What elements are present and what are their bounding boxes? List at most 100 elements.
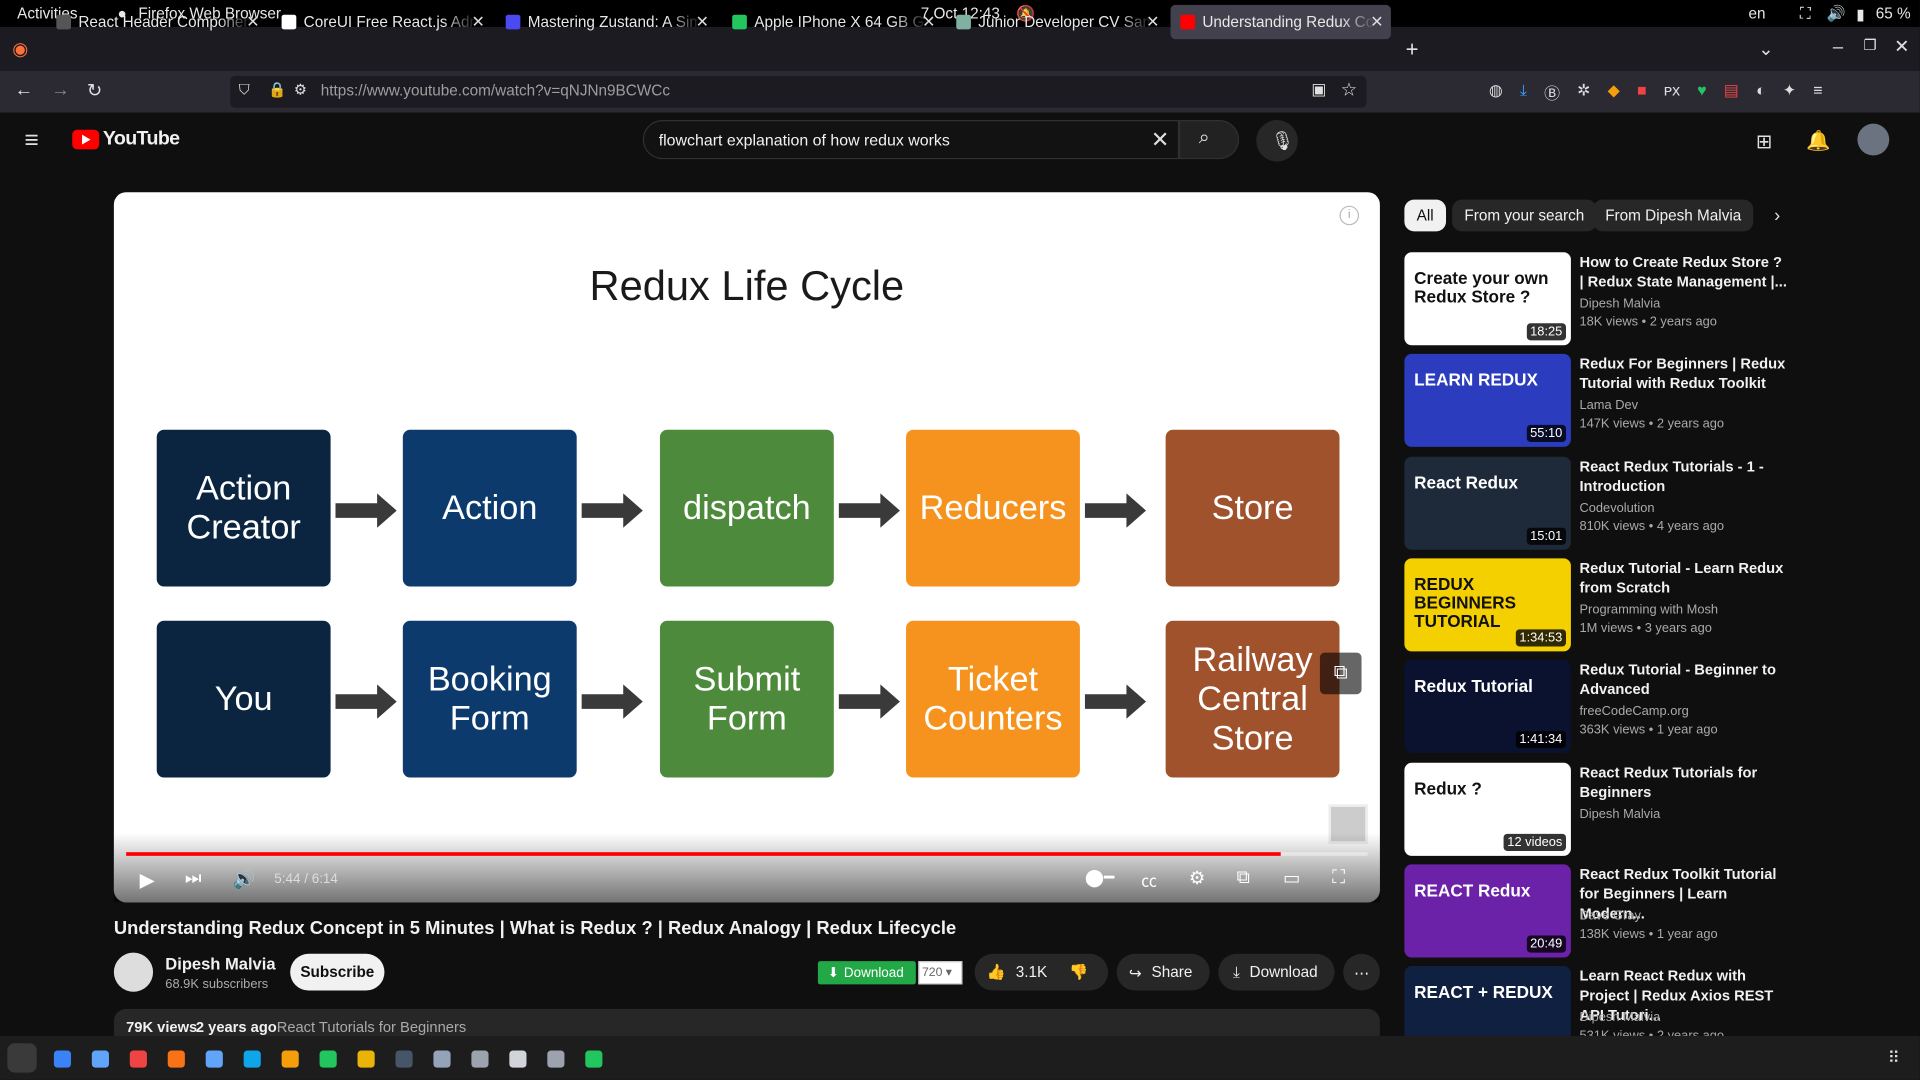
- chips-next-icon[interactable]: ›: [1774, 205, 1781, 227]
- firefox-dock-active[interactable]: [7, 1043, 37, 1073]
- pocket-icon[interactable]: ◍: [1488, 80, 1503, 100]
- more-actions-icon[interactable]: ⋯: [1343, 953, 1380, 991]
- subtitles-icon[interactable]: ㏄: [1141, 871, 1158, 891]
- vlc-icon[interactable]: [281, 1050, 299, 1068]
- shield-icon[interactable]: ⛉: [238, 80, 250, 98]
- list-tabs-icon[interactable]: ⌄: [1758, 39, 1774, 60]
- help-icon[interactable]: [205, 1050, 223, 1068]
- document4-icon[interactable]: [547, 1050, 565, 1068]
- close-window-icon[interactable]: ✕: [1894, 36, 1910, 58]
- extension-badge-icon[interactable]: ▤: [1723, 80, 1739, 100]
- extension-red-icon[interactable]: ■: [1637, 80, 1647, 100]
- maximize-icon[interactable]: ❐: [1863, 36, 1877, 54]
- network-icon[interactable]: ⛶: [1799, 4, 1811, 23]
- recommendation-channel[interactable]: Dipesh Malvia: [1579, 1010, 1661, 1025]
- dislike-icon[interactable]: 👎: [1069, 962, 1089, 981]
- notifications-bell-icon[interactable]: 🔔: [1805, 131, 1831, 152]
- play-icon[interactable]: ▶: [139, 870, 155, 892]
- extension-download-button[interactable]: ⬇Download: [817, 961, 916, 985]
- extension-avatar-icon[interactable]: ◐: [1756, 80, 1766, 100]
- permissions-icon[interactable]: ⚙: [293, 80, 308, 98]
- guide-menu-icon[interactable]: ≡: [24, 127, 39, 155]
- recommendation-title[interactable]: React Redux Toolkit Tutorial for Beginne…: [1579, 865, 1777, 922]
- downloads-icon[interactable]: ⤓: [1519, 80, 1527, 100]
- tab-1[interactable]: React Header Componen✕: [47, 5, 267, 39]
- firefox-menu-icon[interactable]: ◉: [12, 39, 29, 60]
- recommendation-channel[interactable]: freeCodeCamp.org: [1579, 704, 1689, 719]
- tab-close-icon[interactable]: ✕: [1146, 12, 1160, 31]
- quality-select[interactable]: 720 ▾: [918, 961, 963, 985]
- video-thumbnail[interactable]: Create your own Redux Store ?18:25: [1404, 252, 1571, 346]
- search-input[interactable]: flowchart explanation of how redux works: [658, 131, 950, 150]
- recommendation-channel[interactable]: Dipesh Malvia: [1579, 806, 1661, 821]
- search-box[interactable]: [642, 119, 1180, 160]
- clear-search-icon[interactable]: ✕: [1150, 127, 1170, 152]
- tab-6[interactable]: Understanding Redux Co✕: [1170, 4, 1391, 40]
- tab-3[interactable]: Mastering Zustand: A Sim✕: [496, 5, 716, 39]
- subscribe-button[interactable]: Subscribe: [290, 953, 385, 991]
- recommendation-channel[interactable]: Dave Gray: [1579, 908, 1641, 923]
- reload-icon[interactable]: ↻: [86, 80, 103, 102]
- recommendation-title[interactable]: React Redux Tutorials for Beginners: [1579, 763, 1758, 801]
- youtube-logo-text[interactable]: YouTube: [102, 128, 180, 150]
- like-count[interactable]: 3.1K: [1015, 963, 1048, 981]
- language-indicator[interactable]: en: [1748, 4, 1766, 23]
- back-icon[interactable]: ←: [14, 79, 34, 101]
- extension-gear-icon[interactable]: ✲: [1577, 80, 1591, 100]
- tab-close-icon[interactable]: ✕: [695, 12, 709, 31]
- theater-mode-icon[interactable]: ▭: [1283, 868, 1301, 889]
- software-center-icon[interactable]: [167, 1050, 185, 1068]
- tab-2[interactable]: CoreUI Free React.js Adm✕: [272, 5, 492, 39]
- account-avatar[interactable]: [1857, 123, 1890, 156]
- search-button[interactable]: [1179, 119, 1240, 160]
- next-icon[interactable]: ⏭: [184, 868, 202, 889]
- fullscreen-icon[interactable]: ⛶: [1332, 866, 1346, 888]
- miniplayer-icon[interactable]: ⧉: [1236, 866, 1250, 888]
- recommendation-title[interactable]: Redux For Beginners | Redux Tutorial wit…: [1579, 355, 1786, 393]
- recommendation-title[interactable]: Redux Tutorial - Learn Redux from Scratc…: [1579, 559, 1784, 597]
- recommendation-title[interactable]: Redux Tutorial - Beginner to Advanced: [1579, 661, 1776, 699]
- document2-icon[interactable]: [471, 1050, 489, 1068]
- bookmark-star-icon[interactable]: ☆: [1340, 79, 1358, 101]
- tab-close-icon[interactable]: ✕: [922, 12, 936, 31]
- tab-5[interactable]: Junior Developer CV Sam✕: [946, 5, 1166, 39]
- files-icon[interactable]: [91, 1050, 109, 1068]
- create-video-icon[interactable]: ⊞: [1755, 132, 1773, 154]
- url-bar[interactable]: [230, 75, 1367, 108]
- new-tab-icon[interactable]: +: [1405, 36, 1419, 62]
- extension-green-icon[interactable]: ♥: [1697, 80, 1707, 100]
- extension-orange-icon[interactable]: ◆: [1607, 80, 1620, 100]
- voice-search-button[interactable]: [1256, 119, 1298, 162]
- tab-4[interactable]: Apple IPhone X 64 GB Gra✕: [722, 5, 942, 39]
- video-thumbnail[interactable]: Redux ?12 videos: [1404, 762, 1571, 856]
- extension-px-icon[interactable]: ᴘx: [1663, 80, 1681, 100]
- recommendation-channel[interactable]: Lama Dev: [1579, 398, 1639, 413]
- download-button[interactable]: ⤓Download: [1218, 953, 1335, 991]
- minimize-icon[interactable]: –: [1832, 36, 1844, 58]
- lock-icon[interactable]: 🔒: [268, 80, 287, 98]
- forward-icon[interactable]: →: [51, 79, 70, 101]
- recommendation-title[interactable]: Learn React Redux with Project | Redux A…: [1579, 967, 1774, 1024]
- channel-name[interactable]: Dipesh Malvia: [165, 955, 276, 974]
- terminal-icon[interactable]: [395, 1050, 413, 1068]
- text-editor-icon[interactable]: [129, 1050, 147, 1068]
- like-icon[interactable]: 👍: [986, 962, 1006, 981]
- volume-icon[interactable]: 🔊: [1826, 4, 1846, 23]
- extensions-puzzle-icon[interactable]: ✦: [1782, 80, 1797, 100]
- info-icon[interactable]: i: [1339, 205, 1360, 226]
- tab-close-icon[interactable]: ✕: [471, 12, 485, 31]
- tab-close-icon[interactable]: ✕: [1370, 12, 1384, 31]
- playlist-link[interactable]: React Tutorials for Beginners: [276, 1018, 467, 1036]
- share-button[interactable]: ↪Share: [1116, 953, 1210, 991]
